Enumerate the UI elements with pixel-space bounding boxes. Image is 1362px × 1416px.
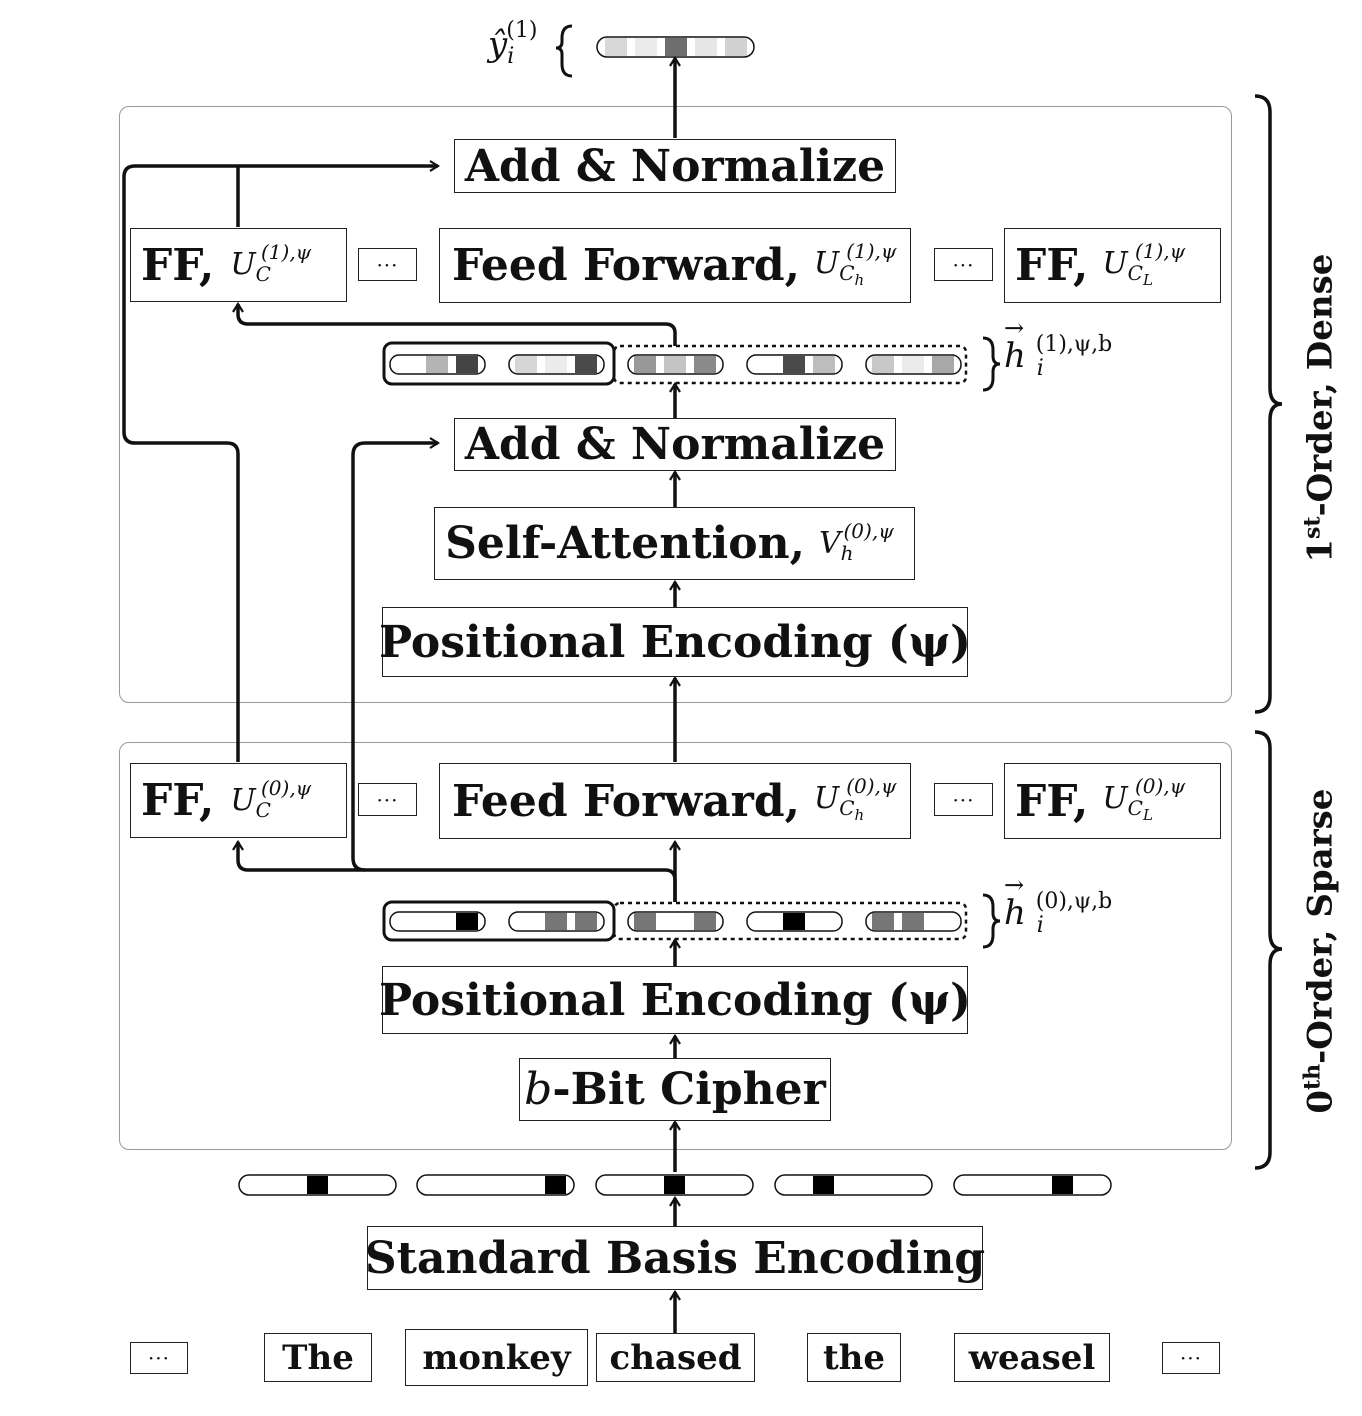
standard-basis-encoding: Standard Basis Encoding — [364, 1226, 986, 1290]
dense-add-normalize-bottom-label: Add & Normalize — [464, 419, 886, 470]
dense-feed-forward-label: Feed Forward, — [452, 240, 800, 291]
sparse-ff-right-label: FF, — [1015, 775, 1089, 827]
token-monkey: monkey — [405, 1329, 588, 1386]
dense-positional-encoding-label: Positional Encoding (ψ) — [379, 616, 971, 668]
dense-order-brace — [1254, 94, 1283, 714]
bit-cipher-label: -Bit Cipher — [552, 1064, 826, 1115]
standard-basis-vectors — [238, 1174, 1112, 1196]
token-chased: chased — [596, 1333, 755, 1382]
sparse-ff-left-label: FF, — [141, 775, 215, 826]
sparse-hidden-vectors — [382, 900, 968, 942]
sparse-positional-encoding: Positional Encoding (ψ) — [379, 966, 971, 1034]
token-ellipsis-right: ··· — [1162, 1342, 1220, 1374]
sparse-order-label: 0th-Order, Sparse — [1299, 788, 1341, 1114]
dense-feed-forward: Feed Forward, UCh(1),ψ — [439, 228, 911, 303]
sparse-hidden-label: → h i(0),ψ,b — [1004, 871, 1113, 939]
dense-add-normalize-top-label: Add & Normalize — [464, 140, 886, 192]
sparse-branch-arrows — [232, 437, 677, 902]
token-the-2: the — [807, 1333, 901, 1382]
dense-ff-left-label: FF, — [141, 239, 215, 291]
residual-arrow-top — [122, 160, 441, 762]
self-attention: Self-Attention, Vh(0),ψ — [434, 507, 915, 580]
dense-ellipsis-right: ··· — [934, 248, 993, 281]
dense-ff-left: FF, UC(1),ψ — [130, 228, 347, 302]
dense-branch-arrow — [232, 301, 677, 346]
dense-order-label: 1st-Order, Dense — [1299, 253, 1341, 563]
output-vector — [596, 36, 755, 58]
dense-ff-right-label: FF, — [1015, 240, 1089, 291]
sparse-feed-forward: Feed Forward, UCh(0),ψ — [439, 763, 911, 839]
dense-hidden-vectors — [382, 341, 968, 386]
dense-add-normalize-bottom: Add & Normalize — [454, 418, 896, 471]
dense-positional-encoding: Positional Encoding (ψ) — [379, 607, 971, 677]
sparse-order-brace — [1254, 730, 1283, 1170]
sparse-ff-left: FF, UC(0),ψ — [130, 763, 347, 838]
token-ellipsis-left: ··· — [130, 1342, 188, 1374]
self-attention-label: Self-Attention, — [445, 518, 805, 569]
sparse-positional-encoding-label: Positional Encoding (ψ) — [379, 974, 971, 1026]
dense-add-normalize-top: Add & Normalize — [454, 139, 896, 193]
token-the-1: The — [264, 1333, 372, 1382]
dense-hidden-label: → h i(1),ψ,b — [1004, 314, 1113, 382]
sparse-ellipsis-right: ··· — [934, 783, 993, 816]
sparse-ff-right: FF, UCL(0),ψ — [1004, 763, 1221, 839]
bit-cipher: b-Bit Cipher — [519, 1058, 831, 1121]
sparse-hidden-brace — [982, 893, 1001, 949]
dense-hidden-brace — [982, 336, 1001, 392]
dense-ff-right: FF, UCL(1),ψ — [1004, 228, 1221, 303]
output-brace — [555, 24, 573, 78]
dense-ellipsis-left: ··· — [358, 248, 417, 281]
token-weasel: weasel — [954, 1333, 1110, 1382]
sparse-ellipsis-left: ··· — [358, 783, 417, 816]
standard-basis-encoding-label: Standard Basis Encoding — [364, 1232, 986, 1284]
sparse-feed-forward-label: Feed Forward, — [452, 775, 800, 827]
output-label: ŷi(1) — [488, 18, 538, 70]
